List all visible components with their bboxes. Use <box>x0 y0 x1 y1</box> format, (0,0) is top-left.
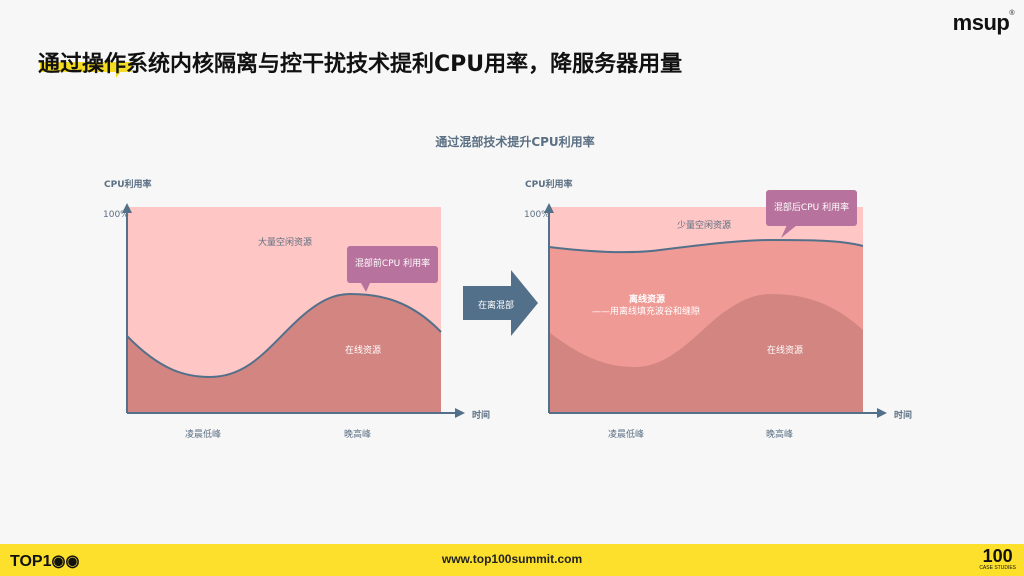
right-y-axis-label: CPU利用率 <box>525 180 573 190</box>
title-highlight <box>40 62 132 72</box>
merge-arrow-label: 在离混部 <box>478 301 515 311</box>
case-studies-caption: CASE STUDIES <box>979 565 1016 571</box>
diagram-subtitle: 通过混部技术提升CPU利用率 <box>435 135 595 149</box>
registered-mark: ® <box>1009 10 1014 17</box>
left-online-label: 在线资源 <box>345 346 382 356</box>
left-idle-label: 大量空闲资源 <box>258 238 313 248</box>
left-y-axis-label: CPU利用率 <box>104 180 152 190</box>
right-y-arrow-icon <box>544 203 554 213</box>
right-y-max-label: 100% <box>524 210 550 220</box>
left-online-area <box>127 294 441 413</box>
right-usage-curve <box>548 238 864 254</box>
top100-logo: TOP1◉◉ <box>10 553 80 570</box>
case-studies-number: 100 <box>982 546 1013 566</box>
right-idle-label: 少量空闲资源 <box>677 221 732 231</box>
page-title: 通过操作系统内核隔离与控干扰技术提利CPU用率，降服务器用量 <box>38 52 683 77</box>
title-highlight-tail <box>116 70 122 78</box>
left-y-max-label: 100% <box>103 210 129 220</box>
msup-logo: msup® <box>952 10 1015 36</box>
right-x-arrow-icon <box>877 408 887 418</box>
logo-text: msup <box>952 10 1010 35</box>
footer-bar: TOP1◉◉ www.top100summit.com 100 CASE STU… <box>0 544 1024 576</box>
footer-url[interactable]: www.top100summit.com <box>441 552 583 566</box>
case-studies-logo: 100 CASE STUDIES <box>979 547 1016 571</box>
right-offline-sublabel: ——用离线填充波谷和缝隙 <box>592 307 701 317</box>
left-x-tick-low: 凌晨低峰 <box>185 430 222 440</box>
right-callout: 混部后CPU 利用率 <box>766 190 857 226</box>
right-x-axis-label: 时间 <box>894 411 913 421</box>
right-online-label: 在线资源 <box>767 346 804 356</box>
left-callout-tail <box>361 283 370 292</box>
right-online-area <box>549 294 863 413</box>
left-x-axis-label: 时间 <box>472 411 491 421</box>
left-callout: 混部前CPU 利用率 <box>347 246 438 283</box>
right-offline-label: 离线资源 <box>629 295 666 305</box>
right-x-tick-peak: 晚高峰 <box>766 430 794 440</box>
left-chart <box>122 203 465 418</box>
left-x-arrow-icon <box>455 408 465 418</box>
right-chart <box>544 203 887 418</box>
left-x-tick-peak: 晚高峰 <box>344 430 372 440</box>
merge-arrow-icon <box>463 270 538 336</box>
left-y-arrow-icon <box>122 203 132 213</box>
right-callout-tail <box>781 225 797 238</box>
left-usage-curve <box>126 292 442 379</box>
right-x-tick-low: 凌晨低峰 <box>608 430 645 440</box>
